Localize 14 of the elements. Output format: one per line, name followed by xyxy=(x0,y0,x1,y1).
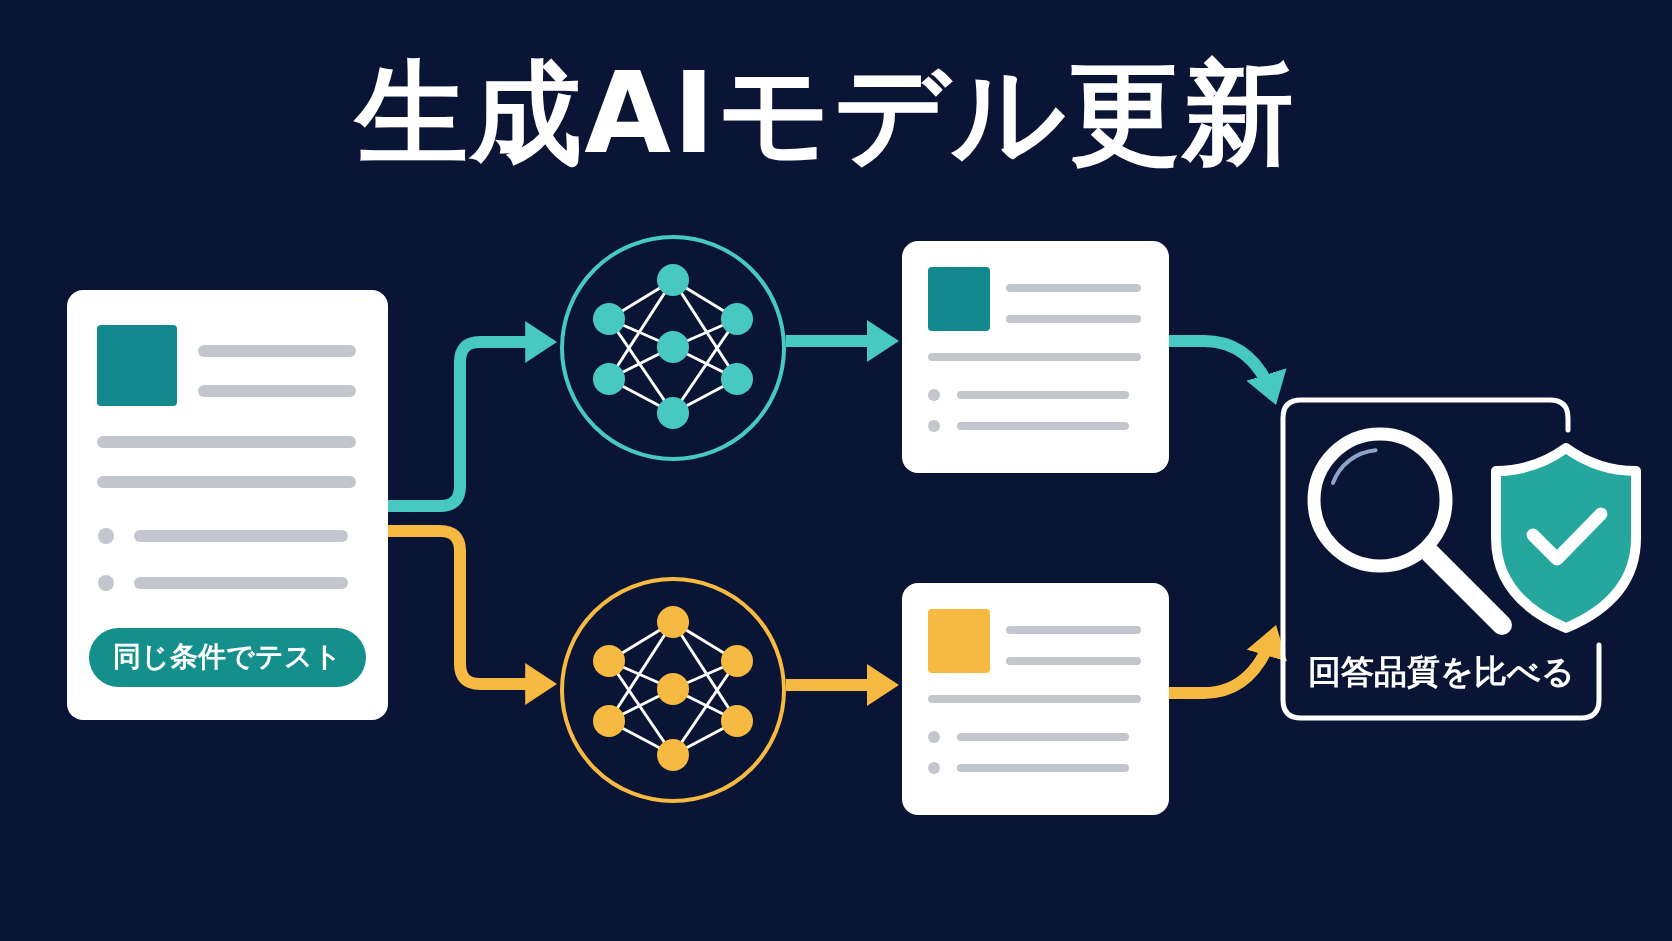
arrow xyxy=(388,321,558,512)
document-card xyxy=(902,583,1169,815)
arrow xyxy=(1169,623,1286,699)
panel-label: 回答品質を比べる xyxy=(1307,652,1575,692)
comparison-panel xyxy=(1280,397,1602,721)
pill-label: 同じ条件でテスト xyxy=(89,628,366,687)
document-card xyxy=(902,241,1169,473)
neural-network-icon xyxy=(560,235,786,461)
document-card xyxy=(67,290,388,720)
arrow xyxy=(785,664,899,706)
arrow xyxy=(785,320,899,362)
neural-network-icon xyxy=(560,577,786,803)
arrow xyxy=(1169,335,1286,407)
arrow xyxy=(388,525,558,705)
